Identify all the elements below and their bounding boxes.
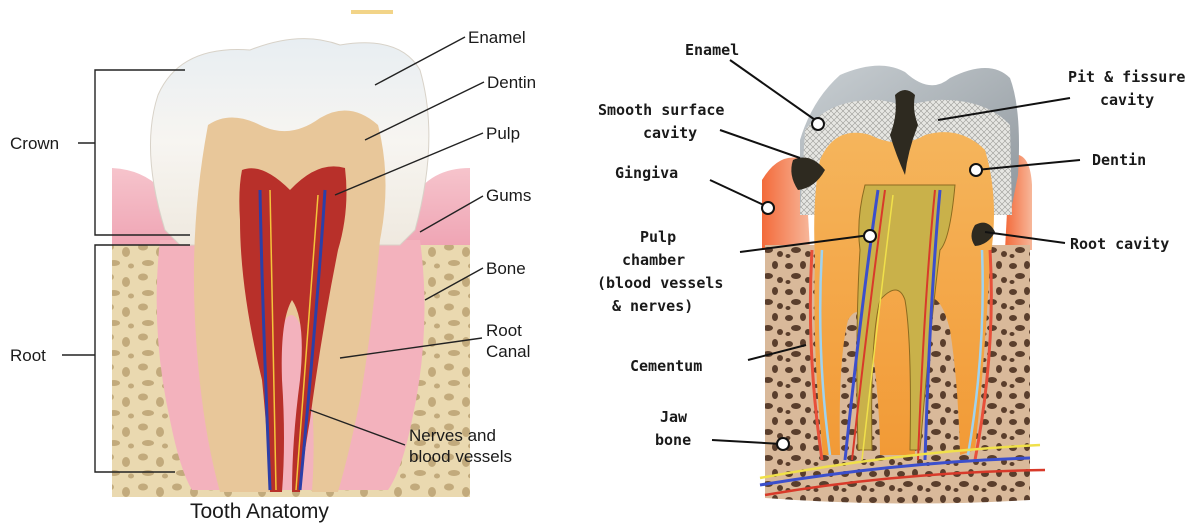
- label-pulp: Pulp: [486, 124, 520, 143]
- rlabel-pulp-4: & nerves): [612, 297, 693, 315]
- label-bone: Bone: [486, 259, 526, 278]
- rlabel-gingiva: Gingiva: [615, 164, 678, 182]
- rlabel-dentin: Dentin: [1092, 151, 1146, 169]
- rlabel-pulp-2: chamber: [622, 251, 685, 269]
- rlabel-jaw-1: Jaw: [660, 408, 688, 426]
- label-root: Root: [10, 346, 46, 365]
- rlabel-smooth-1: Smooth surface: [598, 101, 724, 119]
- label-nerves-2: blood vessels: [409, 447, 512, 466]
- label-crown: Crown: [10, 134, 59, 153]
- label-nerves-1: Nerves and: [409, 426, 496, 445]
- rlabel-smooth-2: cavity: [643, 124, 697, 142]
- right-tooth-illustration: [760, 66, 1045, 504]
- rlabel-pulp-3: (blood vessels: [597, 274, 723, 292]
- rlabel-pit-1: Pit & fissure: [1068, 68, 1185, 86]
- rlabel-cementum: Cementum: [630, 357, 702, 375]
- diagram-title: Tooth Anatomy: [190, 500, 329, 523]
- rlabel-enamel: Enamel: [685, 41, 739, 59]
- label-enamel: Enamel: [468, 28, 526, 47]
- rlabel-jaw-2: bone: [655, 431, 691, 449]
- left-tooth-illustration: [112, 10, 470, 497]
- rlabel-pit-2: cavity: [1100, 91, 1154, 109]
- label-gums: Gums: [486, 186, 531, 205]
- label-root-canal-1: Root: [486, 321, 522, 340]
- label-dentin: Dentin: [487, 73, 536, 92]
- rlabel-root-cavity: Root cavity: [1070, 235, 1169, 253]
- rlabel-pulp-1: Pulp: [640, 228, 676, 246]
- label-root-canal-2: Canal: [486, 342, 530, 361]
